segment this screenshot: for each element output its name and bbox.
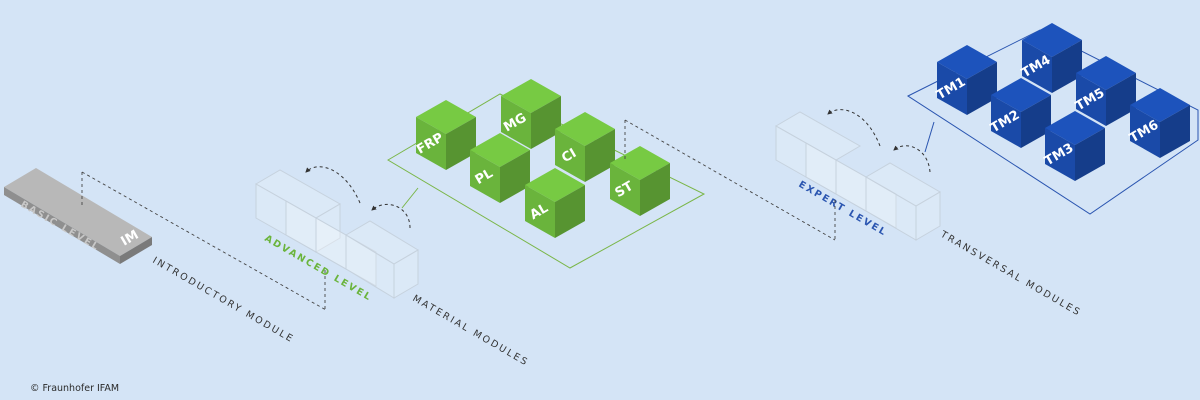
material-modules-title: MATERIAL MODULES: [411, 293, 531, 369]
module-cube-tm2: TM2: [988, 78, 1051, 148]
module-cube-ci-label: CI: [559, 146, 579, 166]
module-cube-ci-front-face: [555, 129, 585, 182]
advanced-callout-line: [401, 187, 419, 209]
module-cube-ci: CI: [555, 112, 615, 182]
module-cube-mg-side-face: [531, 96, 561, 149]
expert-callout-line: [924, 121, 935, 153]
module-cube-tm1-side-face: [967, 62, 997, 115]
module-cube-al-front-face: [525, 185, 555, 238]
module-cube-st: ST: [610, 146, 670, 216]
module-cube-tm6-front-face: [1130, 105, 1160, 158]
module-cube-tm6: TM6: [1127, 88, 1190, 158]
advanced-expert-guide: [624, 119, 836, 241]
expert-level-group: EXPERT LEVEL TRANSVERSAL MODULES TM1TM4T…: [774, 23, 1199, 319]
transversal-modules-panel: [906, 29, 1199, 215]
advanced-arrow-1: [305, 166, 361, 204]
introductory-module-title: INTRODUCTORY MODULE: [151, 255, 297, 345]
module-cube-st-front-face: [610, 163, 640, 216]
module-cube-ci-side-face: [585, 129, 615, 182]
module-cube-tm4-front-face: [1022, 40, 1052, 93]
expert-glass-cubes: [774, 111, 941, 241]
module-cube-frp: FRP: [414, 100, 476, 170]
module-cube-tm1-front-face: [937, 62, 967, 115]
module-cube-tm3: TM3: [1042, 111, 1105, 181]
module-cube-tm5-front-face: [1076, 73, 1106, 126]
module-cube-pl-front-face: [470, 150, 500, 203]
module-cube-tm4-side-face: [1052, 40, 1082, 93]
module-cube-tm5-side-face: [1106, 73, 1136, 126]
basic-guide-line-diag: [81, 171, 327, 311]
introductory-module-slab: [4, 168, 152, 264]
module-cube-tm4: TM4: [1019, 23, 1082, 93]
expert-arrow-2: [893, 145, 931, 173]
module-cube-pl: PL: [470, 133, 530, 203]
module-cube-mg: MG: [501, 79, 561, 149]
module-cube-tm3-side-face: [1075, 128, 1105, 181]
module-cube-frp-front-face: [416, 117, 446, 170]
module-cube-tm5: TM5: [1073, 56, 1136, 126]
module-cube-tm2-side-face: [1021, 95, 1051, 148]
expert-arrow-1: [827, 109, 881, 147]
module-cube-al: AL: [525, 168, 585, 238]
module-cube-al-side-face: [555, 185, 585, 238]
module-cube-frp-side-face: [446, 117, 476, 170]
copyright-notice: © Fraunhofer IFAM: [30, 383, 120, 394]
module-cube-st-side-face: [640, 163, 670, 216]
module-cube-pl-side-face: [500, 150, 530, 203]
module-cube-tm6-side-face: [1160, 105, 1190, 158]
module-cube-tm2-front-face: [991, 95, 1021, 148]
advanced-glass-cubes: [254, 169, 419, 299]
transversal-modules-title: TRANSVERSAL MODULES: [938, 229, 1084, 319]
advanced-arrow-2: [371, 203, 411, 229]
module-cube-mg-front-face: [501, 96, 531, 149]
module-cube-tm3-front-face: [1045, 128, 1075, 181]
advanced-level-group: ADVANCED LEVEL MATERIAL MODULES FRPMGPLC…: [254, 79, 706, 369]
module-cube-tm1: TM1: [934, 45, 997, 115]
